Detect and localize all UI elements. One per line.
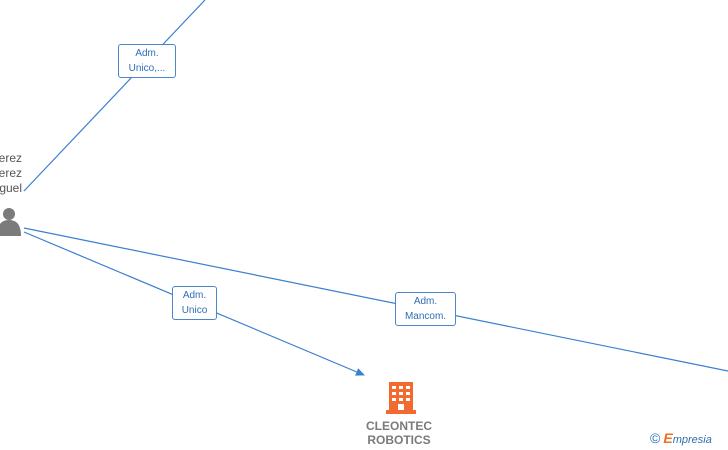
brand-logo: © Empresia	[650, 430, 712, 446]
edge-label-line: Unico,...	[128, 63, 166, 74]
edge-label-cleontec[interactable]: Adm. Unico	[172, 286, 217, 320]
person-name[interactable]: erez erez guel	[0, 151, 22, 196]
brand-initial: E	[663, 430, 673, 446]
person-icon[interactable]	[0, 208, 21, 236]
edge-label-line: Adm.	[135, 48, 159, 59]
person-name-line: erez	[0, 151, 22, 165]
edge-label-right[interactable]: Adm. Mancom.	[395, 292, 456, 326]
copyright-icon: ©	[650, 430, 661, 446]
company-name-line: CLEONTEC	[366, 419, 432, 433]
edge-label-line: Mancom.	[404, 311, 447, 322]
edge-label-line: Adm.	[413, 296, 438, 307]
person-name-line: erez	[0, 166, 22, 180]
edge-label-line: Unico	[181, 305, 208, 316]
building-icon[interactable]	[386, 382, 416, 414]
edge-line-right	[23, 227, 728, 372]
company-name[interactable]: CLEONTEC ROBOTICS	[349, 419, 449, 447]
brand-name: mpresia	[672, 434, 712, 446]
edge-line-top	[23, 0, 206, 192]
edge-label-top[interactable]: Adm. Unico,...	[118, 44, 176, 78]
edge-label-line: Adm.	[182, 290, 207, 301]
person-name-line: guel	[0, 181, 22, 195]
company-name-line: ROBOTICS	[367, 433, 431, 447]
